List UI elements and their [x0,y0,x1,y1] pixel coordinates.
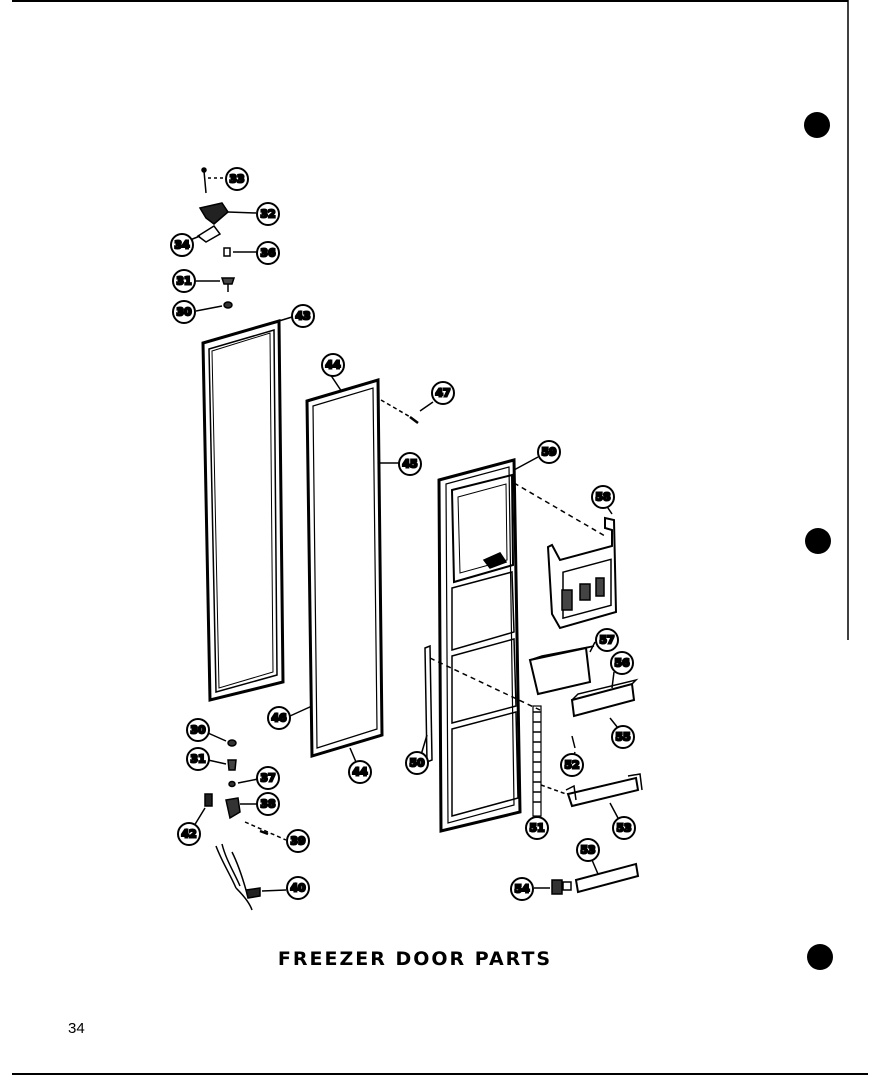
pin-part [207,759,237,771]
hinge-pin-part [225,797,258,820]
bushing-part [223,247,257,257]
callout-46: 46 [267,706,291,730]
svg-text:32: 32 [260,208,275,221]
switch-part [193,793,213,827]
callout-55: 55 [611,725,635,749]
wire-harness-part [215,843,287,911]
svg-text:33: 33 [229,173,244,186]
washer-part [228,778,259,788]
callout-32: 32 [256,202,280,226]
trim-piece-part [574,859,640,894]
svg-text:30: 30 [190,724,206,737]
washer-part [207,732,237,747]
callout-40: 40 [286,876,310,900]
trim-strip-part [420,644,541,764]
callout-59: 59 [537,440,561,464]
clip-part [534,879,572,895]
callout-33: 33 [225,167,249,191]
svg-text:51: 51 [529,822,544,835]
binder-hole [807,944,833,970]
svg-text:34: 34 [174,239,190,252]
svg-text:58: 58 [595,491,610,504]
callout-42: 42 [177,822,201,846]
callout-39: 39 [286,829,310,853]
callout-30: 30 [172,300,196,324]
callout-50: 50 [405,751,429,775]
hinge-bracket-part [189,202,257,243]
callout-47: 47 [431,381,455,405]
svg-text:30: 30 [176,306,192,319]
callout-53: 53 [576,838,600,862]
svg-text:45: 45 [402,458,417,471]
callout-54: 54 [510,877,534,901]
callout-31: 31 [186,747,210,771]
callout-52: 52 [560,753,584,777]
svg-text:42: 42 [181,828,196,841]
freezer-door-part [437,456,606,833]
pin-part [196,277,236,292]
callout-37: 37 [256,766,280,790]
callout-34: 34 [170,233,194,257]
bracket-part [565,773,643,819]
svg-text:31: 31 [190,753,205,766]
svg-text:47: 47 [435,387,450,400]
svg-text:54: 54 [514,883,530,896]
door-liner-part [289,373,399,763]
callout-56: 56 [610,651,634,675]
svg-text:55: 55 [615,731,630,744]
callout-31: 31 [172,269,196,293]
callout-44: 44 [321,353,345,377]
binder-hole [804,112,830,138]
diagram-title: FREEZER DOOR PARTS [277,948,553,970]
door-gasket-part [201,316,293,702]
svg-text:38: 38 [260,798,275,811]
svg-text:37: 37 [260,772,275,785]
svg-text:57: 57 [599,634,614,647]
dispenser-module-part [546,501,618,630]
callout-36: 36 [256,241,280,265]
svg-text:56: 56 [614,657,630,670]
callout-43: 43 [291,304,315,328]
callout-51: 51 [525,816,549,840]
callout-45: 45 [398,452,422,476]
svg-text:52: 52 [564,759,579,772]
svg-text:50: 50 [409,757,425,770]
screw-part [201,167,225,194]
svg-text:31: 31 [176,275,191,288]
callout-53: 53 [612,816,636,840]
callout-58: 58 [591,485,615,509]
svg-text:59: 59 [541,446,556,459]
svg-text:36: 36 [260,247,276,260]
callout-44: 44 [348,760,372,784]
svg-text:53: 53 [616,822,631,835]
callout-30: 30 [186,718,210,742]
svg-text:53: 53 [580,844,595,857]
screw-part [244,821,287,841]
callout-57: 57 [595,628,619,652]
svg-text:44: 44 [352,766,368,779]
binder-hole [805,528,831,554]
screw-part [380,399,434,424]
svg-text:46: 46 [271,712,287,725]
door-bin-part [528,641,596,696]
svg-text:44: 44 [325,359,341,372]
svg-text:40: 40 [290,882,306,895]
callout-38: 38 [256,792,280,816]
svg-text:39: 39 [290,835,305,848]
door-bin-part [570,671,639,729]
washer-part [195,301,233,312]
page-number: 34 [68,1020,85,1037]
svg-text:43: 43 [295,310,310,323]
